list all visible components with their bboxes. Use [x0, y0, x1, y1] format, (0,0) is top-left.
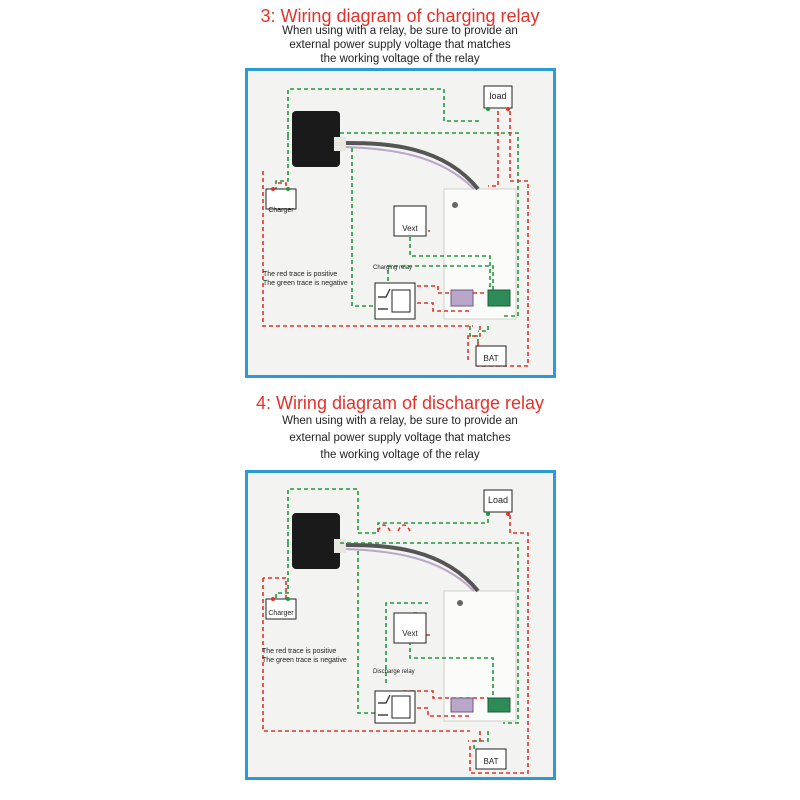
- section-3-note-line-2: external power supply voltage that match…: [289, 39, 511, 51]
- legend-green: The green trace is negative: [262, 657, 347, 664]
- sensor-cable: [345, 141, 480, 191]
- relay-switch-symbol: [378, 694, 391, 716]
- current-sensor: [292, 111, 340, 167]
- current-sensor: [292, 513, 340, 569]
- section-4-title: 4: Wiring diagram of discharge relay: [255, 393, 545, 413]
- section-4-note-line-1: When using with a relay, be sure to prov…: [282, 415, 518, 427]
- battery-label: BAT: [484, 354, 499, 363]
- battery-box: [475, 748, 507, 770]
- section-4-note-line-3: the working voltage of the relay: [320, 449, 480, 461]
- relay-label: Discharge relay: [373, 669, 415, 675]
- load-pos-terminal: [506, 107, 510, 111]
- section-3-note-line-3: the working voltage of the relay: [320, 53, 480, 65]
- sensor-cable-wires: [345, 548, 475, 592]
- board-connector: [450, 289, 474, 307]
- sensor-connector: [334, 137, 346, 151]
- relay-label: Charging relay: [373, 265, 412, 271]
- load-neg-terminal: [486, 512, 490, 516]
- section-3-note-line-1: When using with a relay, be sure to prov…: [282, 25, 518, 37]
- charger-pos-terminal: [271, 597, 275, 601]
- charger-label: Charger: [268, 207, 294, 214]
- battery-label: BAT: [484, 757, 499, 766]
- green-terminal-block: [487, 289, 511, 307]
- charger-neg-terminal: [286, 187, 290, 191]
- legend-red: The red trace is positive: [262, 648, 336, 655]
- board-led: [452, 202, 458, 208]
- vext-box: [393, 612, 427, 644]
- charger-box: [265, 188, 297, 210]
- relay-switch-symbol: [378, 288, 391, 310]
- sensor-cable: [345, 543, 480, 593]
- relay-coil: [391, 289, 411, 313]
- negative-traces: [275, 88, 519, 346]
- load-box: [483, 85, 513, 109]
- charger-pos-terminal: [271, 187, 275, 191]
- load-label: Load: [488, 495, 508, 505]
- discharge-wiring-diagram: Load Charger Vext Discharge relay The re…: [245, 470, 556, 780]
- vext-box: [393, 205, 427, 237]
- board-connector: [450, 697, 474, 713]
- load-pos-terminal: [506, 512, 510, 516]
- vext-label: Vext: [402, 629, 418, 638]
- load-neg-terminal: [486, 107, 490, 111]
- vext-label: Vext: [402, 224, 418, 233]
- section-4-note-line-2: external power supply voltage that match…: [289, 432, 511, 444]
- discharge-diagram-canvas: Load Charger Vext Discharge relay The re…: [262, 488, 529, 774]
- board-led: [457, 600, 463, 606]
- sensor-connector: [334, 539, 346, 553]
- charger-label: Charger: [268, 610, 294, 617]
- charging-diagram-canvas: load Charger Vext Charging relay The red…: [262, 85, 529, 367]
- green-terminal-block: [487, 697, 511, 713]
- legend-green: The green trace is negative: [263, 280, 348, 287]
- legend-red: The red trace is positive: [263, 271, 337, 278]
- relay-coil: [391, 695, 411, 719]
- load-box: [483, 489, 513, 513]
- section-3-title: 3: Wiring diagram of charging relay: [260, 6, 540, 26]
- sensor-cable-wires: [345, 146, 475, 190]
- charging-wiring-diagram: load Charger Vext Charging relay The red…: [245, 68, 556, 378]
- relay-box: [374, 282, 416, 320]
- charger-box: [265, 598, 297, 620]
- charger-neg-terminal: [286, 597, 290, 601]
- load-label: load: [489, 91, 506, 101]
- battery-box: [475, 345, 507, 367]
